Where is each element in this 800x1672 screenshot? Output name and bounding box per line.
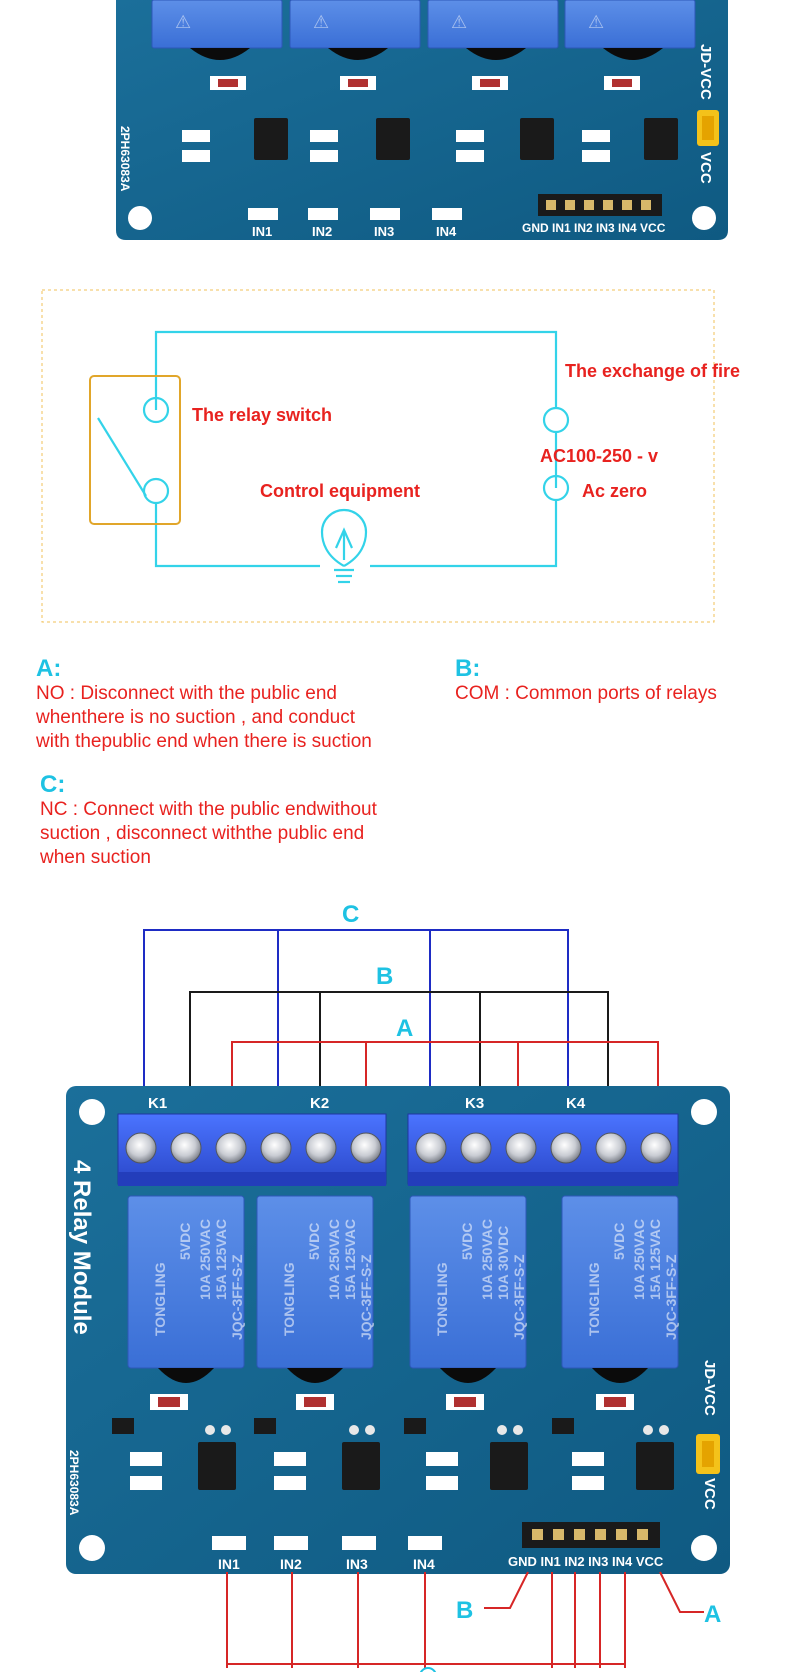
wire-label-a: A <box>396 1015 413 1042</box>
wire-label-c: C <box>342 901 359 928</box>
note-a-heading: A: <box>36 655 62 682</box>
note-b-heading: B: <box>455 655 481 682</box>
board-code: 2PH63083A <box>67 1450 81 1516</box>
relay4-rating1: 10A 250VAC <box>631 1219 647 1300</box>
relay1-model: JQC-3FF-S-Z <box>229 1254 245 1340</box>
relay-k3-label: K3 <box>465 1095 484 1112</box>
relay1-rating2: 15A 125VAC <box>213 1219 229 1300</box>
input-3: IN3 <box>346 1556 368 1572</box>
svg-text:⚠: ⚠ <box>175 12 191 32</box>
relay-k4-label: K4 <box>566 1095 586 1112</box>
note-b: B: COM : Common ports of relays <box>455 656 795 706</box>
bottom-label-a: A <box>704 1601 721 1628</box>
board-vcc: VCC <box>701 1478 718 1510</box>
relay2-rating1: 10A 250VAC <box>326 1219 342 1300</box>
relay1-brand: TONGLING <box>152 1262 168 1336</box>
note-c-heading: C: <box>40 771 66 798</box>
relay4-rating2: 15A 125VAC <box>647 1219 663 1300</box>
relay3-brand: TONGLING <box>434 1262 450 1336</box>
relay1-rating1: 10A 250VAC <box>197 1219 213 1300</box>
top-input-2: IN2 <box>312 224 332 239</box>
wire-label-b: B <box>376 963 393 990</box>
wiring-lines <box>143 929 659 1098</box>
header-pins: GND IN1 IN2 IN3 IN4 VCC <box>508 1554 664 1569</box>
top-input-4: IN4 <box>436 224 457 239</box>
relay2-brand: TONGLING <box>281 1262 297 1336</box>
bottom-label-b: B <box>456 1597 473 1624</box>
control-equipment-label: Control equipment <box>260 481 420 501</box>
board-title: 4 Relay Module <box>68 1160 95 1335</box>
exchange-of-fire-label: The exchange of fire <box>565 361 740 381</box>
relay3-model: JQC-3FF-S-Z <box>511 1254 527 1340</box>
relay4-coil: 5VDC <box>611 1223 627 1260</box>
relay-k1-label: K1 <box>148 1095 167 1112</box>
bottom-wiring <box>226 1571 704 1668</box>
top-relay-board: ⚠ ⚠ ⚠ ⚠ <box>116 0 728 240</box>
relay3-rating1: 10A 250VAC <box>479 1219 495 1300</box>
relay3-rating2: 10A 30VDC <box>495 1226 511 1300</box>
input-1: IN1 <box>218 1556 240 1572</box>
relay2-model: JQC-3FF-S-Z <box>358 1254 374 1340</box>
relay-switch-label: The relay switch <box>192 405 332 425</box>
note-a: A: NO : Disconnect with the public end w… <box>36 656 436 754</box>
board-jd-vcc: JD-VCC <box>701 1360 718 1416</box>
svg-text:⚠: ⚠ <box>313 12 329 32</box>
input-4: IN4 <box>413 1556 435 1572</box>
note-c: C: NC : Connect with the public endwitho… <box>40 772 460 870</box>
main-relay-board: K1 K2 K3 K4 TONGLING 5VDC 10A 250VAC 15A… <box>66 1086 730 1574</box>
relay1-coil: 5VDC <box>177 1223 193 1260</box>
relay2-coil: 5VDC <box>306 1223 322 1260</box>
relay3-coil: 5VDC <box>459 1223 475 1260</box>
note-c-body: NC : Connect with the public endwithout … <box>40 799 377 868</box>
top-input-3: IN3 <box>374 224 394 239</box>
svg-text:⚠: ⚠ <box>451 12 467 32</box>
top-board-jd-vcc: JD-VCC <box>697 44 714 100</box>
circuit-diagram: The relay switch The exchange of fire AC… <box>41 289 740 623</box>
top-board-code: 2PH63083A <box>118 126 132 192</box>
ac-zero-label: Ac zero <box>582 481 647 501</box>
ac-voltage-label: AC100-250 - v <box>540 446 658 466</box>
note-b-body: COM : Common ports of relays <box>455 683 717 704</box>
note-a-body: NO : Disconnect with the public end when… <box>36 683 372 752</box>
relay2-rating2: 15A 125VAC <box>342 1219 358 1300</box>
relay4-brand: TONGLING <box>586 1262 602 1336</box>
top-board-vcc: VCC <box>697 152 714 184</box>
top-header-pins: GND IN1 IN2 IN3 IN4 VCC <box>522 221 666 235</box>
relay4-model: JQC-3FF-S-Z <box>663 1254 679 1340</box>
top-input-1: IN1 <box>252 224 272 239</box>
svg-text:⚠: ⚠ <box>588 12 604 32</box>
input-2: IN2 <box>280 1556 302 1572</box>
relay-k2-label: K2 <box>310 1095 329 1112</box>
